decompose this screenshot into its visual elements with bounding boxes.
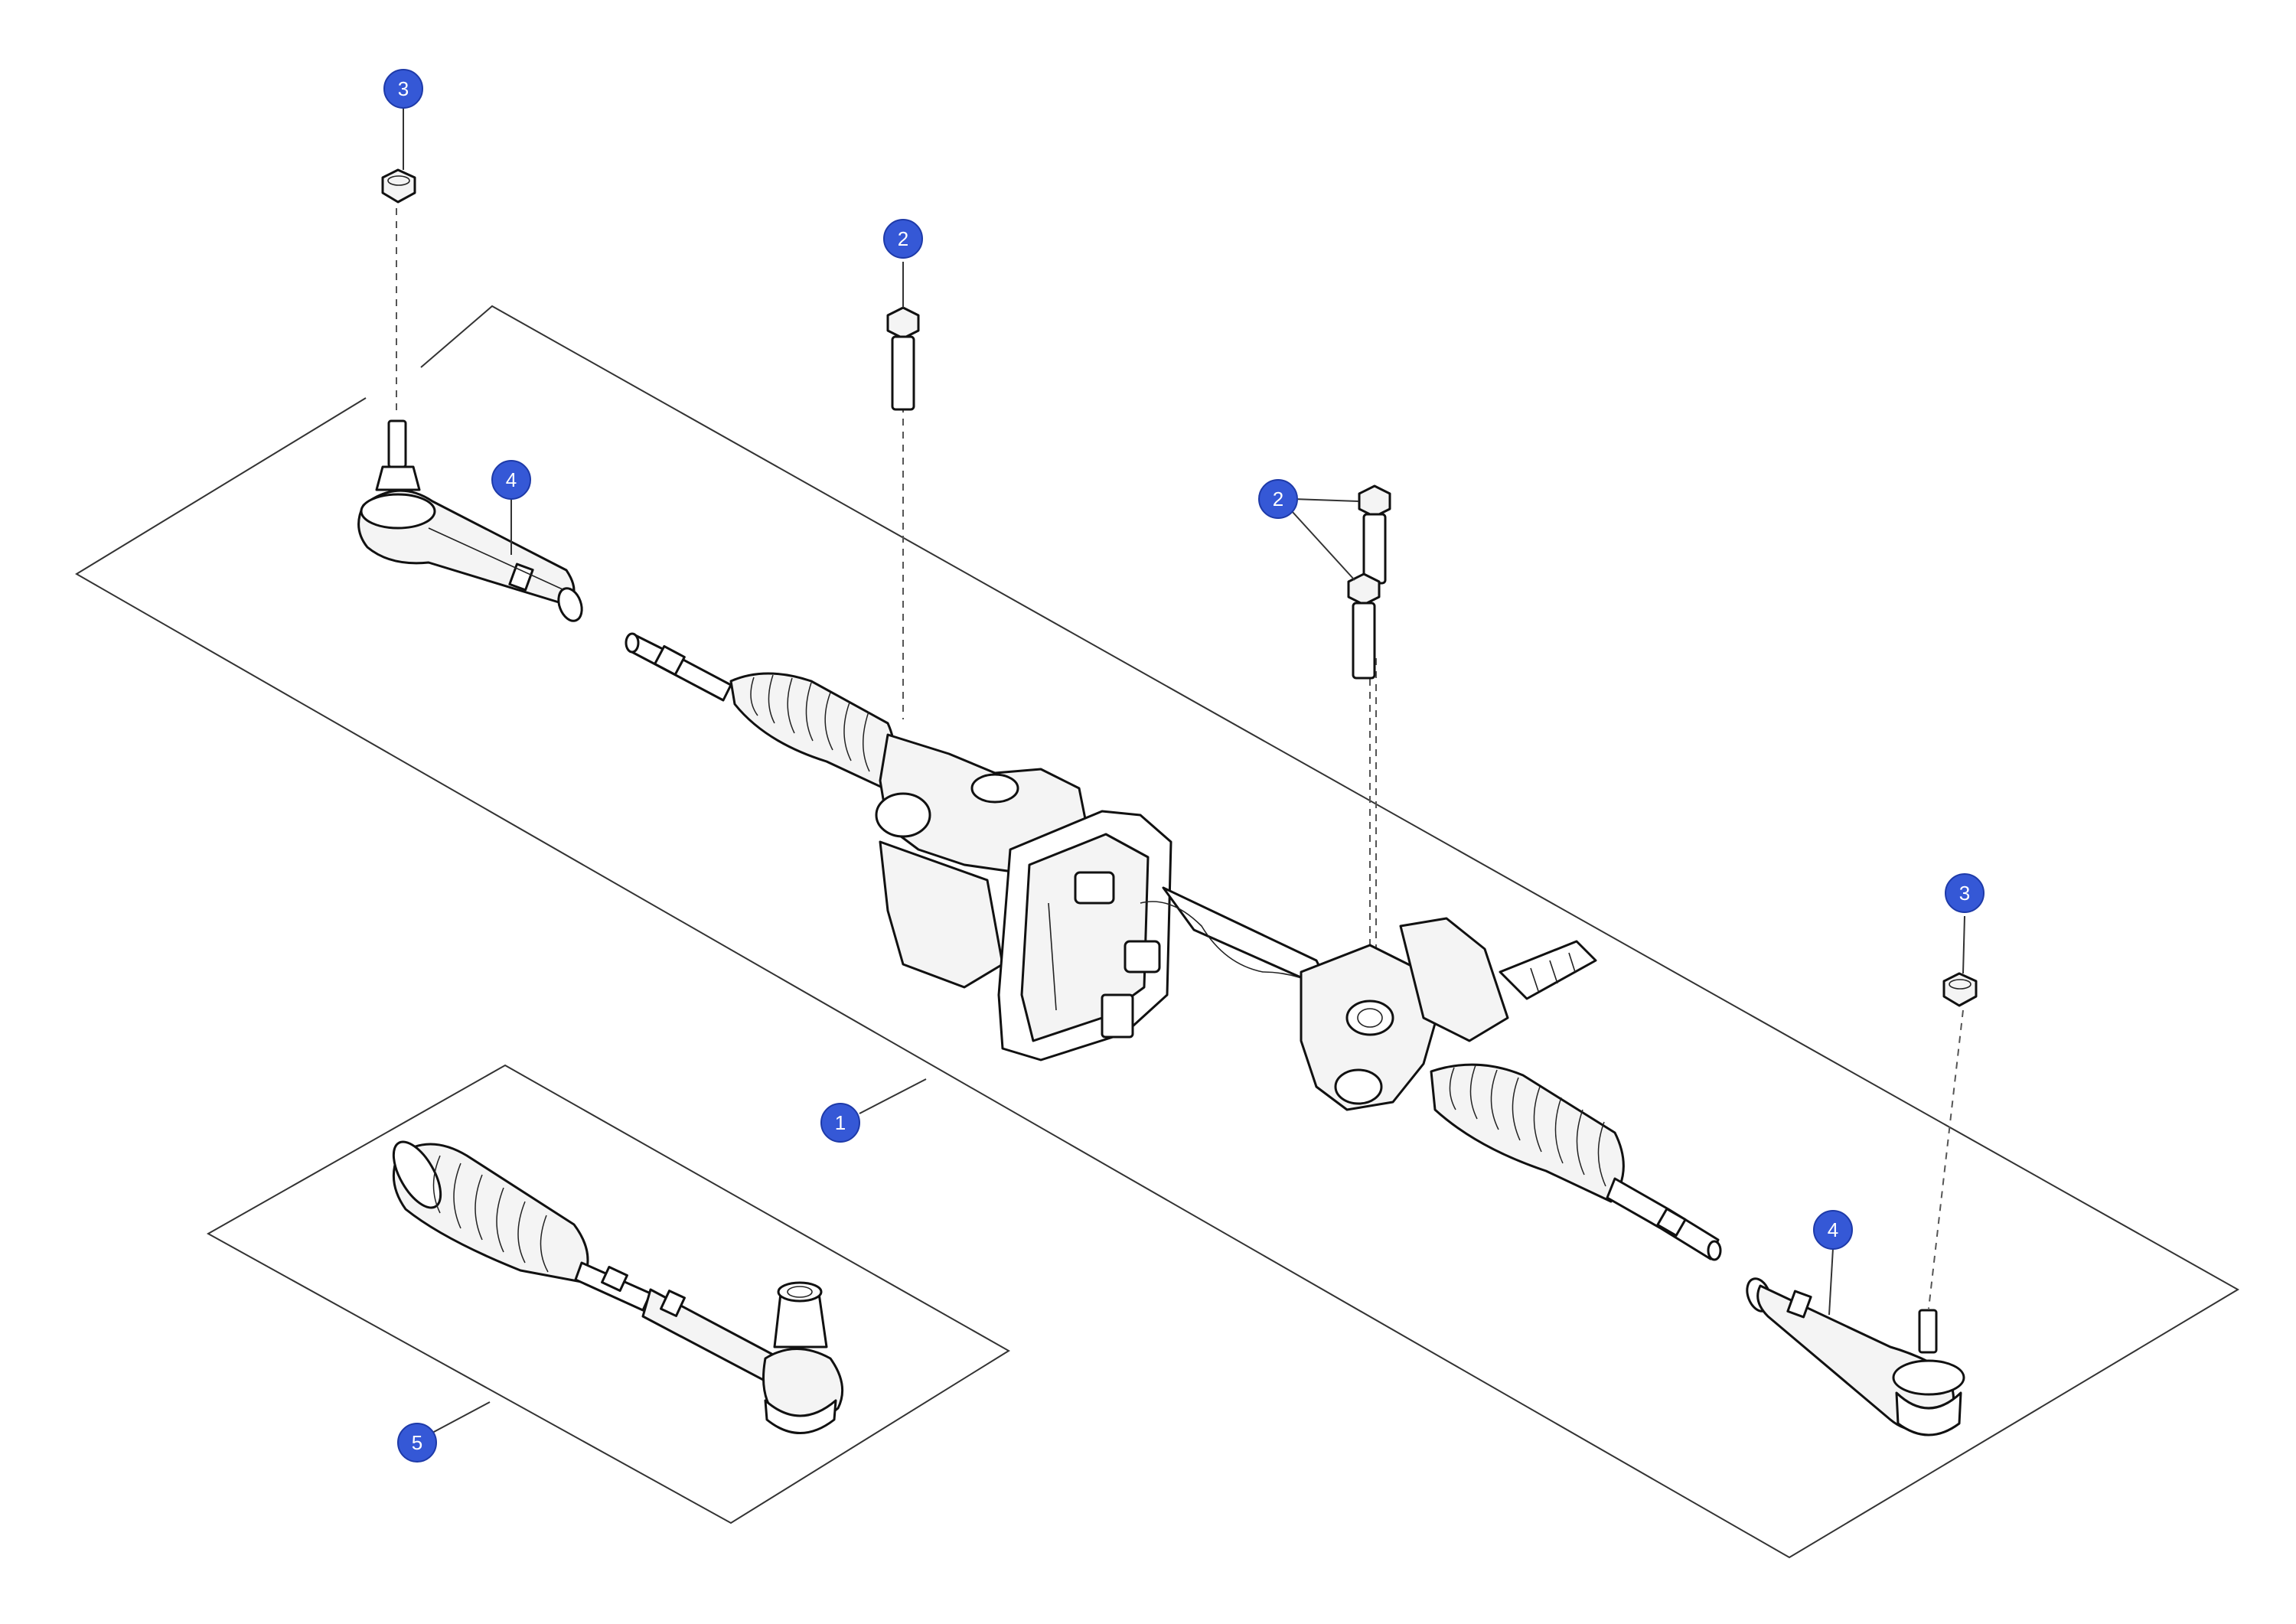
- bolt-center: [886, 306, 920, 411]
- svg-text:3: 3: [398, 77, 409, 100]
- svg-text:5: 5: [412, 1431, 422, 1454]
- svg-text:1: 1: [835, 1111, 846, 1134]
- leader-lines: [403, 108, 1965, 1433]
- tie-rod-kit-frame: [206, 1064, 1010, 1525]
- callout-3-right: 3: [1945, 873, 1985, 913]
- callout-3-upper-left: 3: [383, 69, 423, 109]
- bolt-right-lower: [1347, 572, 1381, 680]
- svg-text:3: 3: [1959, 882, 1970, 905]
- steering-rack-assembly: [625, 632, 1722, 1261]
- callout-5-tie-rod-kit: 5: [397, 1423, 437, 1463]
- callout-2-upper-center: 2: [883, 219, 923, 259]
- svg-text:2: 2: [1273, 488, 1283, 510]
- main-assembly-frame: [75, 305, 2239, 1559]
- callout-2-right: 2: [1258, 479, 1298, 519]
- alignment-lines: [396, 208, 1964, 1309]
- svg-text:2: 2: [898, 227, 908, 250]
- hex-nut-right: [1942, 972, 1978, 1007]
- hex-nut-left: [381, 168, 416, 204]
- svg-text:4: 4: [506, 468, 517, 491]
- tie-rod-end-right: [1746, 1277, 1965, 1436]
- left-boot-ribs: [750, 674, 870, 772]
- bolt-right-upper: [1358, 484, 1391, 585]
- callout-4-right: 4: [1813, 1210, 1853, 1250]
- tie-rod-kit-rod-end: [574, 1261, 844, 1434]
- right-boot-ribs: [1449, 1065, 1606, 1187]
- callout-1-rack-assembly: 1: [820, 1103, 860, 1143]
- callout-4-upper-left: 4: [491, 460, 531, 500]
- tie-rod-kit-boot: [392, 1140, 589, 1283]
- svg-text:4: 4: [1828, 1218, 1838, 1241]
- tie-rod-end-left: [357, 419, 583, 622]
